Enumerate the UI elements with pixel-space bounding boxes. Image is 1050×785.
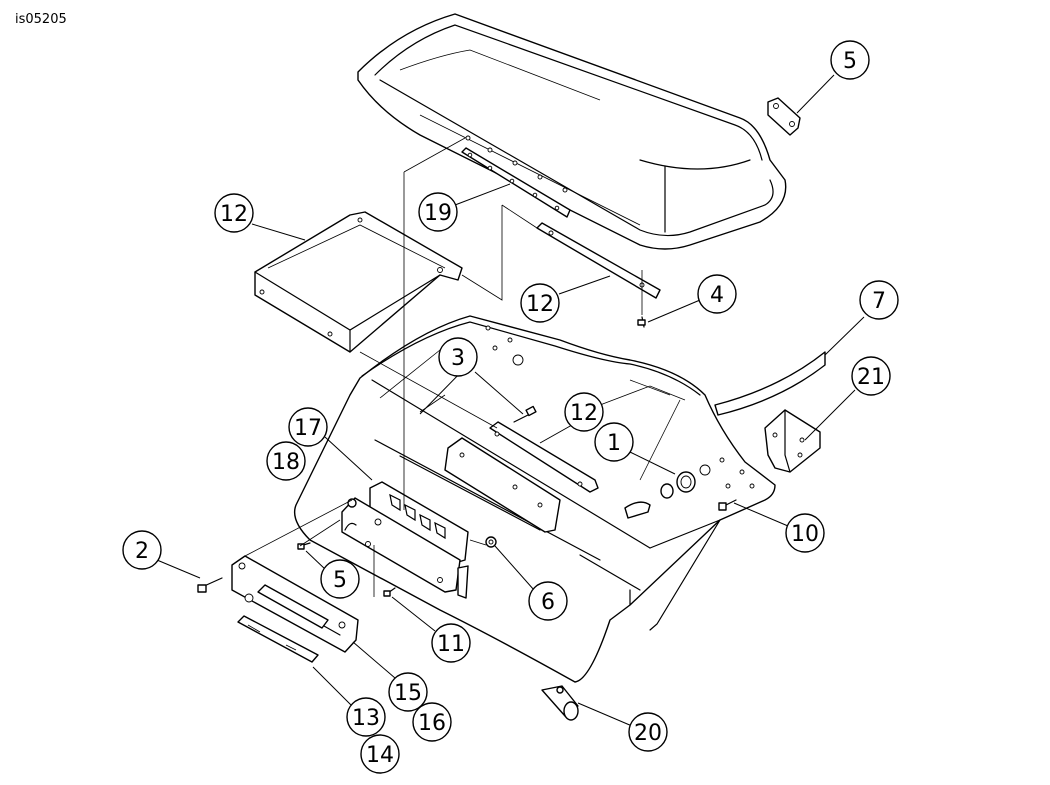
svg-text:14: 14 — [366, 743, 394, 768]
svg-text:12: 12 — [220, 202, 248, 227]
svg-text:20: 20 — [634, 721, 662, 746]
callout-15: 15 — [388, 672, 428, 712]
part-20-cylinder — [541, 685, 579, 721]
callout-3: 3 — [438, 337, 478, 377]
svg-text:11: 11 — [437, 632, 465, 657]
figure-id: is05205 — [15, 12, 67, 27]
svg-text:4: 4 — [710, 283, 724, 308]
callout-12-top-left: 12 — [214, 193, 254, 233]
svg-text:13: 13 — [352, 706, 380, 731]
svg-text:5: 5 — [333, 568, 347, 593]
svg-text:3: 3 — [451, 346, 465, 371]
svg-text:10: 10 — [791, 522, 819, 547]
lid — [357, 13, 787, 250]
svg-text:19: 19 — [424, 201, 452, 226]
callout-14: 14 — [360, 734, 400, 774]
callout-20: 20 — [628, 712, 668, 752]
latch-assembly — [341, 481, 469, 599]
svg-text:6: 6 — [541, 590, 555, 615]
callout-7: 7 — [859, 280, 899, 320]
callout-9: 5 — [830, 40, 870, 80]
svg-text:2: 2 — [135, 539, 149, 564]
svg-text:1: 1 — [607, 431, 621, 456]
svg-text:5: 5 — [843, 49, 857, 74]
svg-text:18: 18 — [272, 450, 300, 475]
svg-text:15: 15 — [394, 681, 422, 706]
callouts: 5 19 12 12 4 7 — [122, 40, 899, 774]
svg-text:17: 17 — [294, 416, 322, 441]
part-12-bracket-middle — [444, 421, 599, 533]
callout-5: 4 — [697, 274, 737, 314]
svg-text:16: 16 — [418, 711, 446, 736]
part-9-plate — [767, 97, 801, 136]
svg-text:12: 12 — [570, 401, 598, 426]
part-1-lock-cylinder — [624, 471, 696, 519]
svg-text:21: 21 — [857, 365, 885, 390]
callout-6: 6 — [528, 581, 568, 621]
callout-2: 2 — [122, 530, 162, 570]
alignment-lines — [244, 137, 643, 597]
callout-13: 13 — [346, 697, 386, 737]
callout-16: 16 — [412, 702, 452, 742]
svg-text:12: 12 — [526, 292, 554, 317]
callout-17: 17 — [288, 407, 328, 447]
handle-and-plate — [231, 555, 359, 663]
callout-12-middle: 12 — [564, 392, 604, 432]
callout-12-top-middle: 12 — [520, 283, 560, 323]
part-7-trim-strip — [714, 351, 826, 416]
callout-21: 21 — [851, 356, 891, 396]
callout-1: 1 — [594, 422, 634, 462]
part-12-panel-left — [254, 211, 463, 353]
callout-10: 10 — [785, 513, 825, 553]
part-19-hinge-strip — [461, 147, 571, 218]
callout-11: 11 — [431, 623, 471, 663]
callout-19: 19 — [418, 192, 458, 232]
part-21-bracket — [764, 409, 821, 473]
leader-lines — [156, 74, 865, 727]
callout-18: 18 — [266, 441, 306, 481]
svg-text:7: 7 — [872, 289, 886, 314]
callout-4: 5 — [320, 559, 360, 599]
screws — [197, 316, 737, 597]
